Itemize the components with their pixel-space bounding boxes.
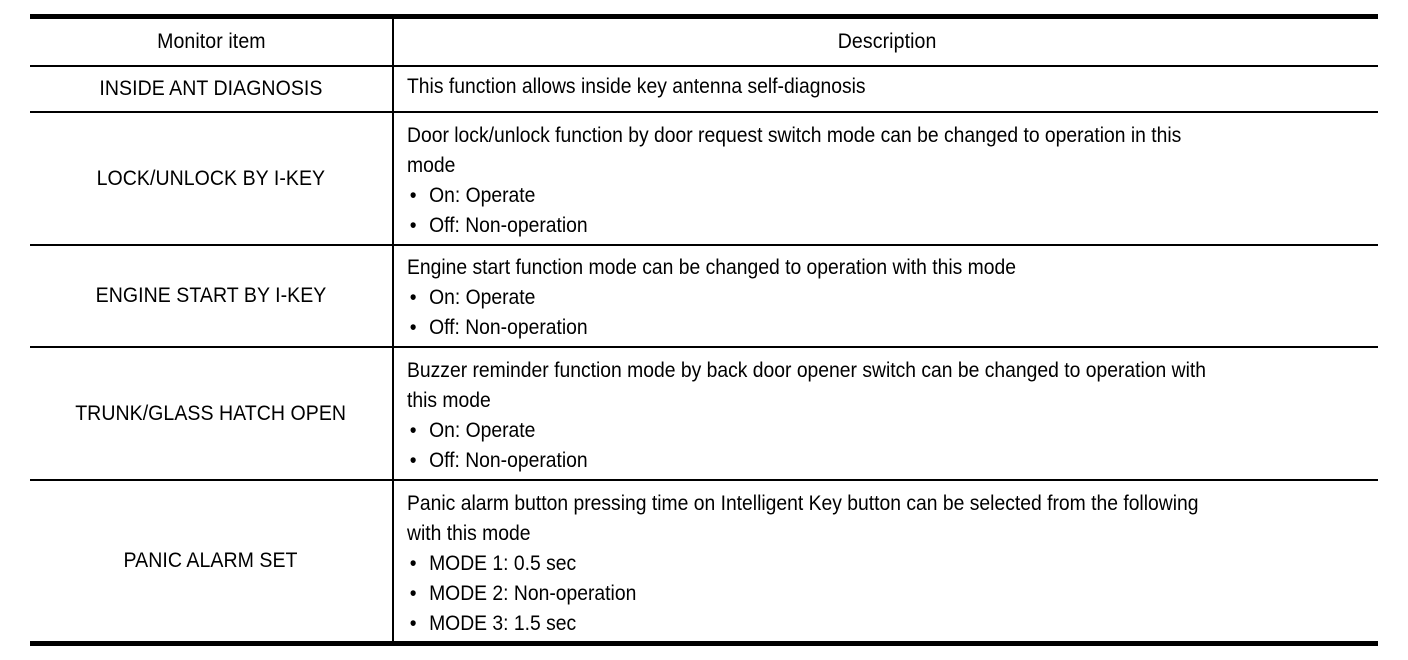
monitor-item-table: Monitor item Description INSIDE ANT DIAG… <box>30 14 1378 646</box>
row-divider <box>30 111 1378 113</box>
bullet-icon: • <box>409 286 417 309</box>
description-bullet-list: • On: Operate • Off: Non-operation <box>407 283 1368 343</box>
row-divider <box>30 244 1378 246</box>
description-line: with this mode <box>407 522 531 545</box>
bullet-icon: • <box>409 449 417 472</box>
table-row: ENGINE START BY I-KEY Engine start funct… <box>30 246 1378 346</box>
monitor-item-label: TRUNK/GLASS HATCH OPEN <box>75 401 347 425</box>
table-row: PANIC ALARM SET Panic alarm button press… <box>30 481 1378 641</box>
list-item: • On: Operate <box>407 181 1368 211</box>
list-item: • Off: Non-operation <box>407 313 1368 343</box>
table-row: TRUNK/GLASS HATCH OPEN Buzzer reminder f… <box>30 348 1378 479</box>
header-bottom-border <box>30 65 1378 67</box>
description-line: Panic alarm button pressing time on Inte… <box>407 492 1199 515</box>
list-item: • On: Operate <box>407 283 1368 313</box>
list-item-label: MODE 3: 1.5 sec <box>429 612 577 635</box>
list-item-label: MODE 1: 0.5 sec <box>429 552 577 575</box>
table-bottom-border <box>30 641 1378 646</box>
list-item: • On: Operate <box>407 416 1368 446</box>
header-cell-description: Description <box>392 19 1378 65</box>
description-line: Buzzer reminder function mode by back do… <box>407 359 1207 382</box>
cell-monitor-item: PANIC ALARM SET <box>30 481 392 641</box>
list-item: • MODE 2: Non-operation <box>407 579 1368 609</box>
description-bullet-list: • On: Operate • Off: Non-operation <box>407 181 1368 241</box>
bullet-icon: • <box>409 214 417 237</box>
bullet-icon: • <box>409 316 417 339</box>
table-row: LOCK/UNLOCK BY I-KEY Door lock/unlock fu… <box>30 113 1378 244</box>
description-line: This function allows inside key antenna … <box>407 75 866 98</box>
table-header-row: Monitor item Description <box>30 19 1378 65</box>
cell-description: Engine start function mode can be change… <box>392 246 1378 346</box>
bullet-icon: • <box>409 582 417 605</box>
list-item: • MODE 3: 1.5 sec <box>407 609 1368 639</box>
cell-description: Door lock/unlock function by door reques… <box>392 113 1378 244</box>
header-label-monitor-item: Monitor item <box>156 30 266 53</box>
description-line: Door lock/unlock function by door reques… <box>407 124 1182 147</box>
description-bullet-list: • On: Operate • Off: Non-operation <box>407 416 1368 476</box>
header-label-description: Description <box>838 30 937 53</box>
list-item-label: Off: Non-operation <box>429 449 588 472</box>
list-item: • MODE 1: 0.5 sec <box>407 549 1368 579</box>
cell-monitor-item: INSIDE ANT DIAGNOSIS <box>30 67 392 111</box>
monitor-item-label: LOCK/UNLOCK BY I-KEY <box>96 166 326 190</box>
monitor-item-label: INSIDE ANT DIAGNOSIS <box>99 77 323 100</box>
description-line: Engine start function mode can be change… <box>407 256 1016 279</box>
description-bullet-list: •MODE 1: 0.5 sec •MODE 2: Non-operation … <box>407 549 1368 639</box>
bullet-icon: • <box>409 184 417 207</box>
cell-description: Panic alarm button pressing time on Inte… <box>392 481 1378 641</box>
list-item-label: Off: Non-operation <box>429 316 588 339</box>
table-row: INSIDE ANT DIAGNOSIS This function allow… <box>30 67 1378 111</box>
cell-monitor-item: ENGINE START BY I-KEY <box>30 246 392 346</box>
list-item: • Off: Non-operation <box>407 211 1368 241</box>
list-item-label: Off: Non-operation <box>429 214 588 237</box>
monitor-item-label: PANIC ALARM SET <box>124 549 298 572</box>
monitor-item-label: ENGINE START BY I-KEY <box>95 284 327 307</box>
description-line: mode <box>407 154 456 177</box>
cell-monitor-item: LOCK/UNLOCK BY I-KEY <box>30 113 392 244</box>
cell-description: This function allows inside key antenna … <box>392 67 1378 111</box>
bullet-icon: • <box>409 419 417 442</box>
column-divider <box>392 19 394 641</box>
cell-description: Buzzer reminder function mode by back do… <box>392 348 1378 479</box>
list-item-label: On: Operate <box>429 184 536 207</box>
list-item: • Off: Non-operation <box>407 446 1368 476</box>
header-cell-monitor-item: Monitor item <box>30 19 392 65</box>
table-body: Monitor item Description INSIDE ANT DIAG… <box>30 19 1378 641</box>
list-item-label: MODE 2: Non-operation <box>429 582 637 605</box>
list-item-label: On: Operate <box>429 286 536 309</box>
list-item-label: On: Operate <box>429 419 536 442</box>
description-line: this mode <box>407 389 491 412</box>
table-top-border <box>30 14 1378 19</box>
bullet-icon: • <box>409 552 417 575</box>
row-divider <box>30 479 1378 481</box>
row-divider <box>30 346 1378 348</box>
bullet-icon: • <box>409 612 417 635</box>
cell-monitor-item: TRUNK/GLASS HATCH OPEN <box>30 348 392 479</box>
